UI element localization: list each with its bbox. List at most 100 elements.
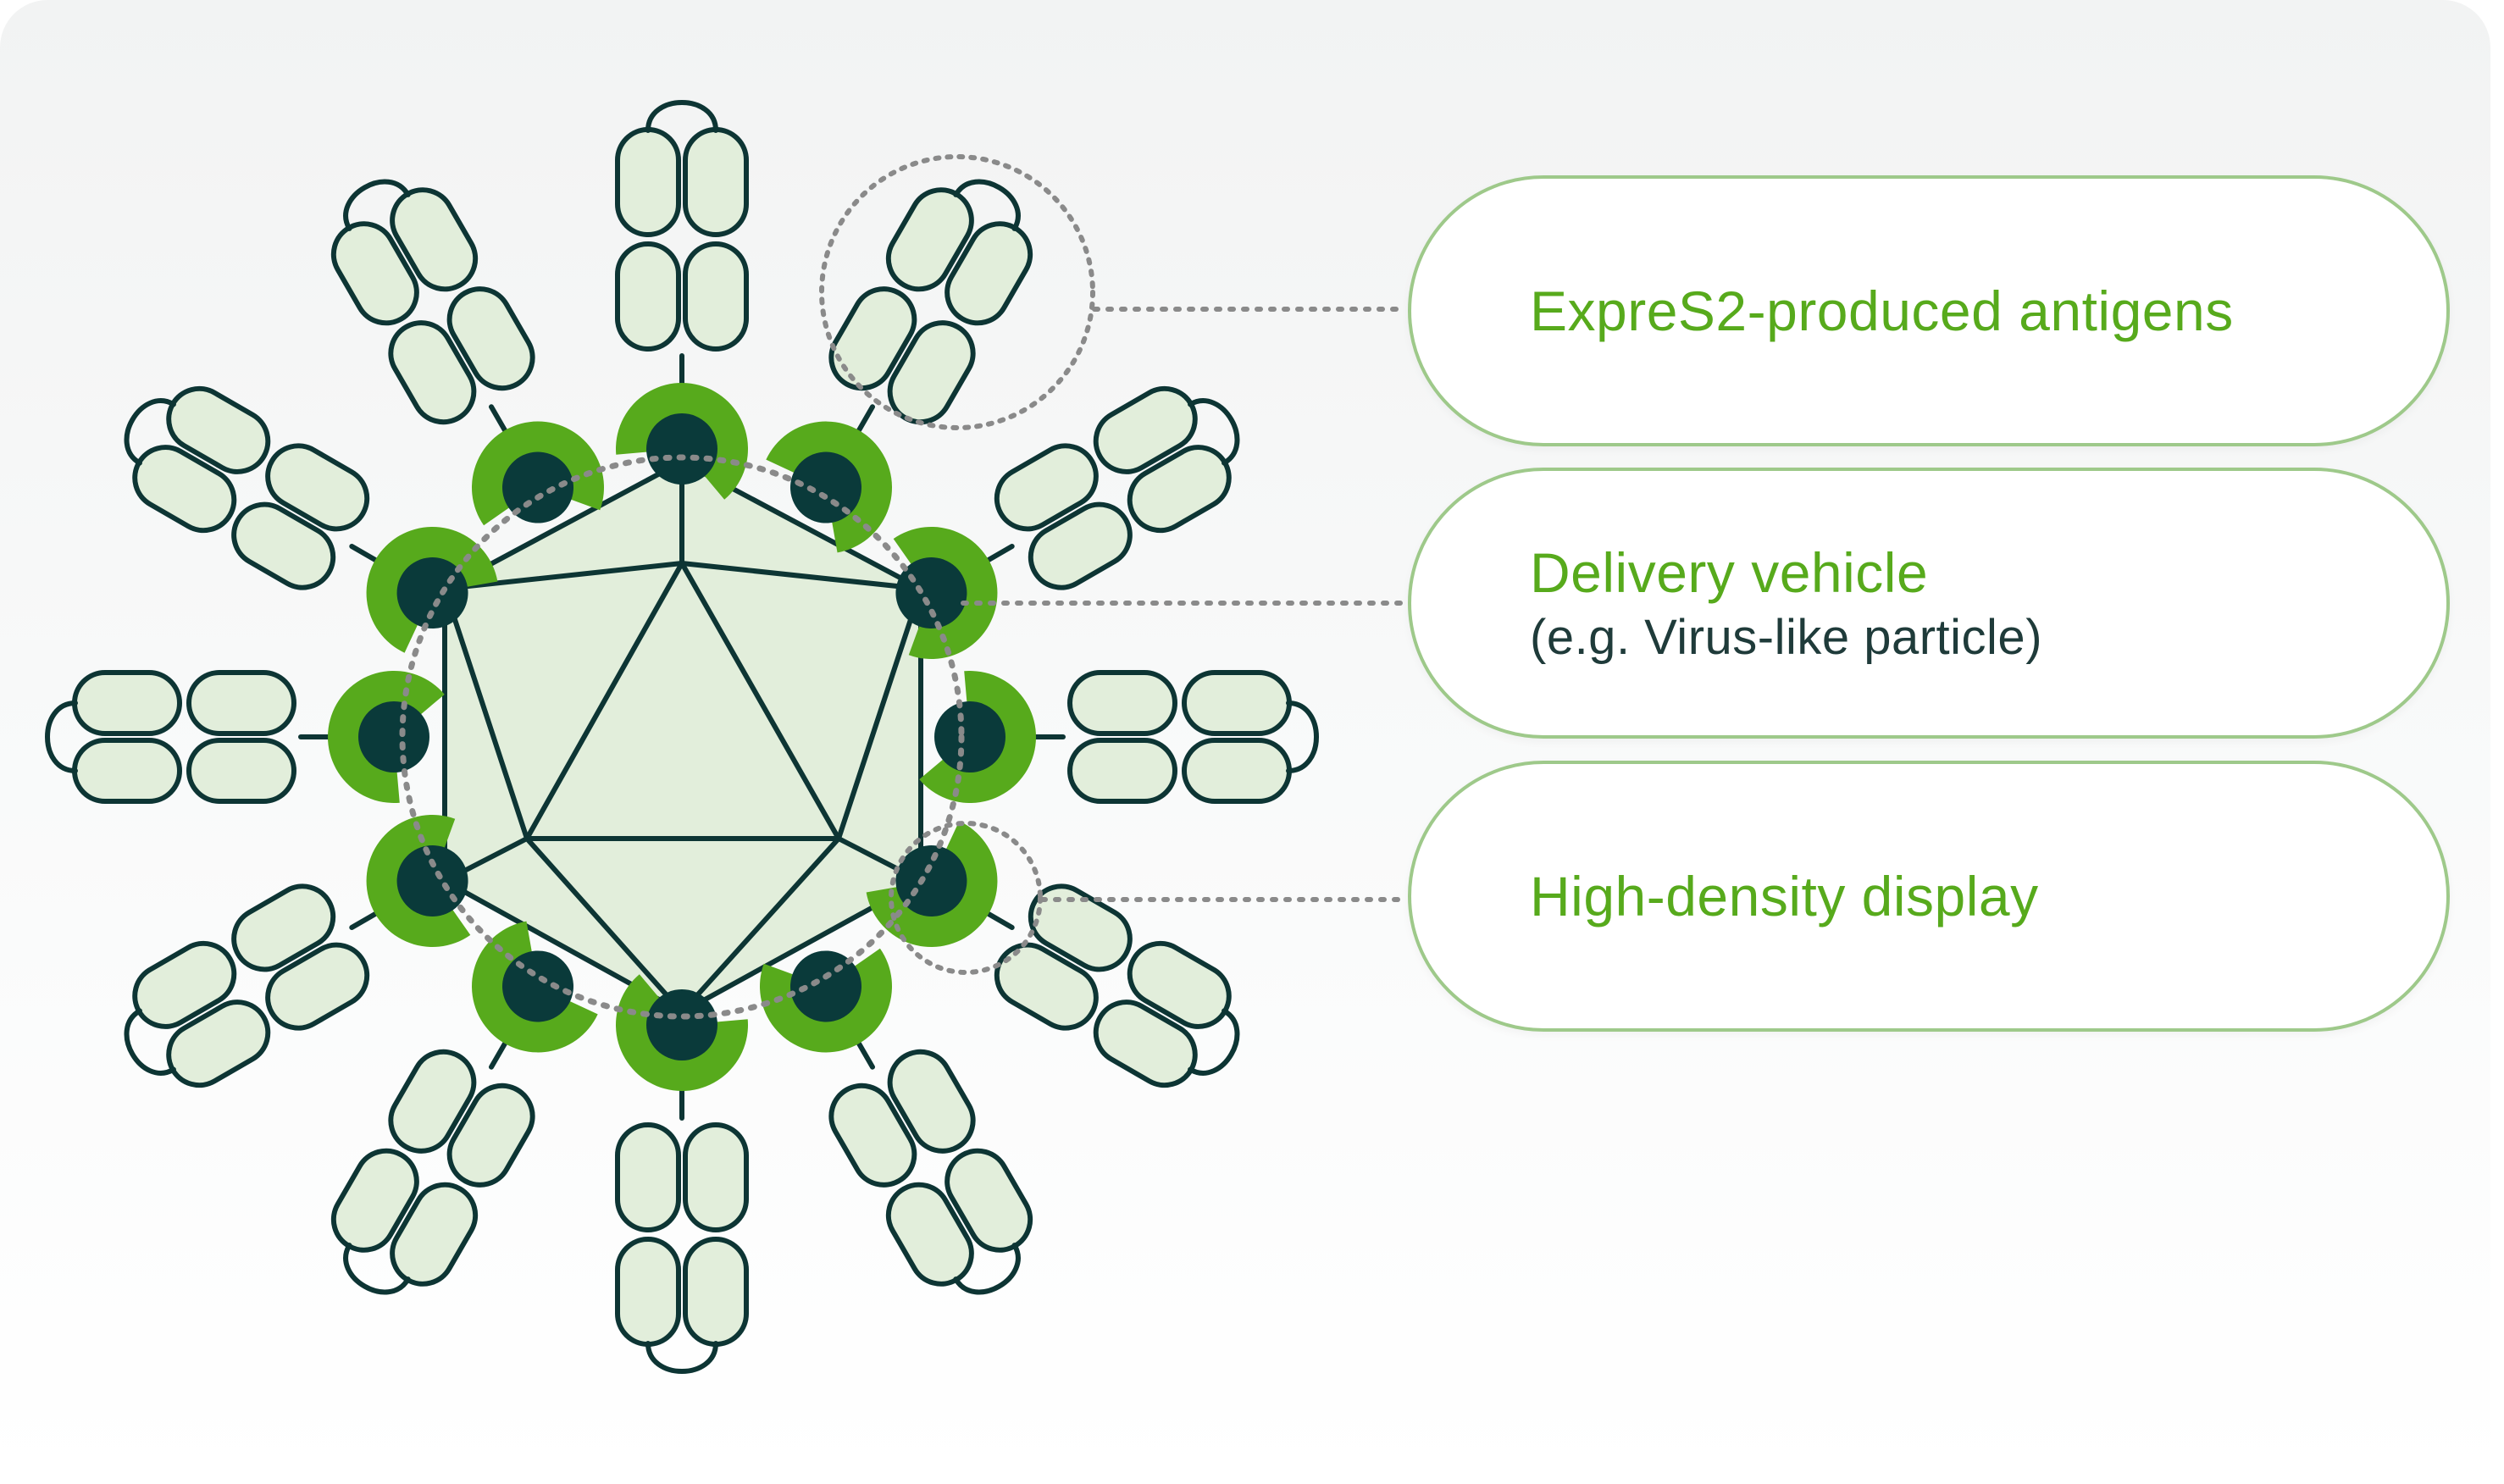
antigen-capsule — [1182, 670, 1292, 736]
attachment-node — [358, 701, 429, 772]
attachment-point — [919, 671, 1036, 803]
antigen-capsule — [615, 241, 681, 352]
attachment-node — [502, 451, 573, 523]
attachment-node — [646, 413, 717, 485]
antigen-capsule — [615, 1237, 681, 1347]
attachment-ring — [472, 921, 598, 1053]
antigen-capsule — [1028, 501, 1133, 590]
attachment-point — [472, 921, 598, 1053]
antigen-capsule — [887, 1049, 976, 1154]
antigen-callout-circle — [819, 154, 1095, 430]
vehicle-sublabel: (e.g. Virus-like particle) — [1530, 610, 2043, 665]
attachment-points — [328, 383, 1036, 1091]
icosahedron-edge — [836, 586, 923, 841]
antigen-loop — [645, 100, 718, 133]
attachment-node — [895, 557, 967, 628]
attachment-point — [616, 974, 748, 1091]
antigen-loop — [1188, 398, 1240, 466]
attachment-ring — [616, 383, 748, 500]
attachment-node — [934, 701, 1005, 772]
antigen-capsule — [683, 1237, 749, 1347]
attachment-point — [616, 383, 748, 500]
antigen — [124, 385, 406, 590]
antigen-loop — [45, 700, 78, 773]
antigen-capsule — [683, 1122, 749, 1232]
attachment-node — [396, 845, 468, 916]
display-label: High-density display — [1530, 864, 2039, 928]
antigen — [615, 100, 749, 418]
antigens-label: ExpreS2-produced antigens — [1530, 279, 2234, 342]
antigen — [330, 179, 535, 461]
attachment-node — [790, 950, 861, 1022]
attachment-node — [895, 845, 967, 916]
antigen-loop — [1188, 1008, 1240, 1076]
icosahedron-edge — [524, 561, 684, 841]
antigen-capsule — [265, 942, 370, 1031]
icosahedron-edge — [679, 561, 923, 591]
attachment-point — [328, 671, 445, 803]
antigen-loop — [343, 179, 411, 231]
attachment-node — [646, 989, 717, 1060]
antigen-loop — [124, 398, 176, 466]
antigen — [124, 883, 406, 1088]
antigen-capsule — [994, 942, 1099, 1031]
icosahedron-edge — [442, 561, 684, 591]
antigen-capsule — [683, 127, 749, 237]
antigens-label-box: ExpreS2-produced antigens — [1408, 175, 2450, 446]
antigen — [45, 670, 363, 804]
antigen-capsule — [615, 127, 681, 237]
attachment-point — [366, 815, 471, 947]
icosahedron-edge — [524, 836, 684, 1015]
attachment-node — [502, 950, 573, 1022]
antigen-capsule — [446, 1083, 535, 1188]
antigen-capsule — [231, 501, 336, 590]
antigen — [1001, 670, 1319, 804]
icosahedron-edge — [442, 586, 529, 841]
antigen-loop — [1286, 700, 1319, 773]
attachment-node — [790, 451, 861, 523]
attachment-point — [472, 421, 604, 526]
antigen-layer — [45, 100, 1319, 1374]
vehicle-label: Delivery vehicle — [1530, 540, 1929, 604]
antigen-loop — [645, 1341, 718, 1374]
vehicle-label-box: Delivery vehicle (e.g. Virus-like partic… — [1408, 468, 2450, 739]
antigen-loop — [124, 1008, 176, 1076]
icosahedron-edge — [679, 836, 841, 1015]
antigen — [958, 385, 1240, 590]
attachment-point — [893, 527, 998, 659]
antigen-capsule — [1067, 738, 1177, 804]
attachment-point — [760, 948, 892, 1053]
antigen-loop — [953, 1243, 1021, 1295]
antigen-capsule — [186, 738, 296, 804]
antigen-capsule — [446, 286, 535, 391]
icosahedron-edge — [679, 561, 841, 841]
antigen-capsule — [231, 883, 336, 972]
antigen — [330, 1013, 535, 1295]
attachment-ring — [328, 671, 445, 803]
antigen-capsule — [388, 320, 477, 425]
antigen-capsule — [265, 443, 370, 532]
callout-markers — [399, 154, 1409, 1020]
antigen-capsule — [828, 286, 917, 391]
display-label-box: High-density display — [1408, 761, 2450, 1032]
attachment-node — [396, 557, 468, 628]
antigen-capsule — [1182, 738, 1292, 804]
attachment-ring — [919, 671, 1036, 803]
antigen-capsule — [388, 1049, 477, 1154]
antigen-loop — [953, 179, 1021, 231]
antigen-capsule — [683, 241, 749, 352]
antigen-loop — [343, 1243, 411, 1295]
vehicle-callout-circle — [399, 454, 965, 1020]
antigen-capsule — [72, 670, 182, 736]
antigen-capsule — [72, 738, 182, 804]
antigen-capsule — [615, 1122, 681, 1232]
antigen — [615, 1056, 749, 1374]
antigen — [828, 1013, 1033, 1295]
antigen-capsule — [828, 1083, 917, 1188]
antigen-capsule — [186, 670, 296, 736]
antigen — [958, 883, 1240, 1088]
antigen-capsule — [1067, 670, 1177, 736]
antigen-capsule — [994, 443, 1099, 532]
